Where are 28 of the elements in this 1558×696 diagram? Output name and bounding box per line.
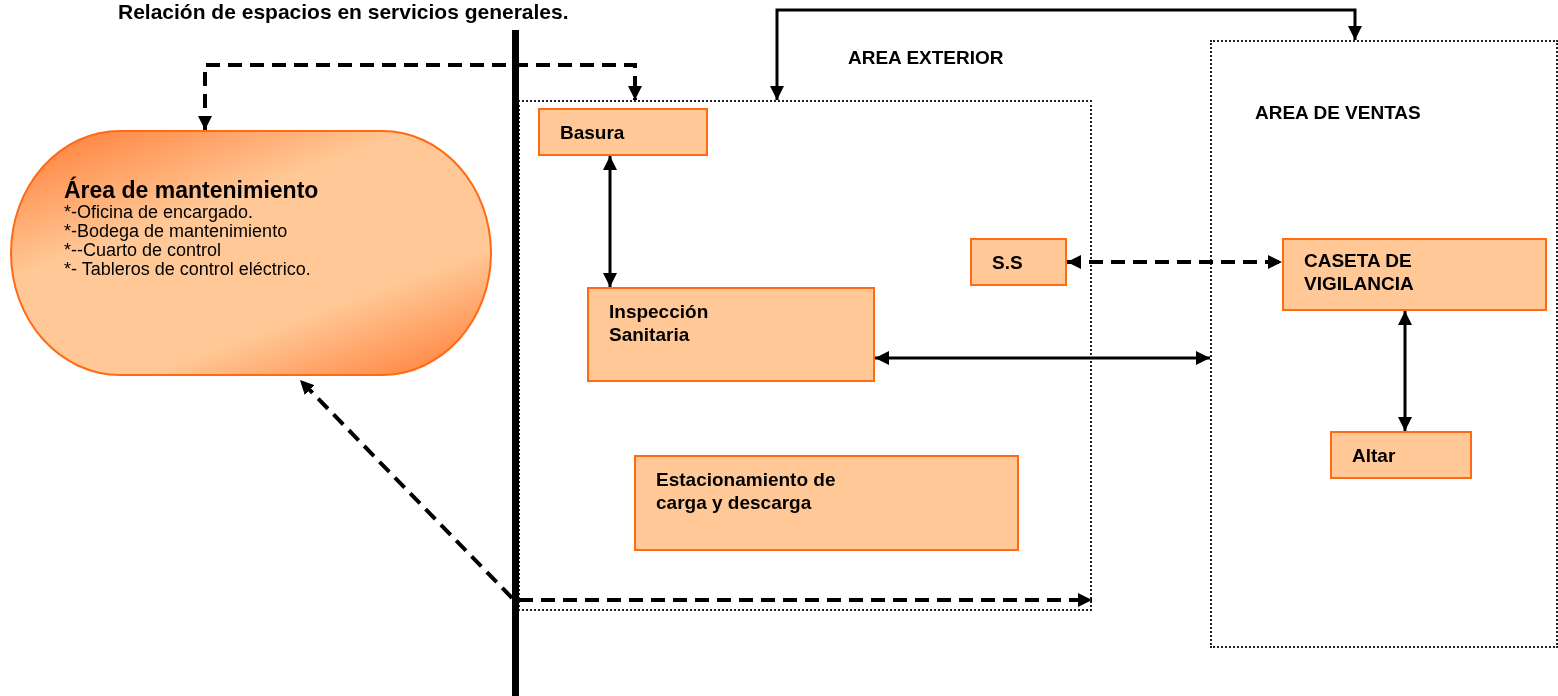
diagram-title: Relación de espacios en servicios generales. (118, 0, 569, 24)
list-item: *-Oficina de encargado. (64, 203, 254, 222)
list-item: *- Tableros de control eléctrico. (64, 260, 311, 279)
room-label: Basura (560, 122, 625, 145)
room-box (1330, 431, 1472, 479)
arrow (1398, 311, 1412, 431)
dashed-arrow (519, 593, 1092, 607)
arrow (875, 351, 1210, 365)
area-heading: AREA EXTERIOR (848, 47, 1004, 69)
room-box (587, 287, 875, 382)
dashed-arrow (298, 378, 514, 600)
room-label: Inspección Sanitaria (609, 301, 710, 347)
arrow (603, 156, 617, 287)
room-label: CASETA DE VIGILANCIA (1304, 250, 1415, 296)
dashed-arrow (198, 63, 642, 130)
room-label: Estacionamiento de carga y descarga (656, 469, 837, 515)
arrow (770, 8, 1362, 100)
room-box (634, 455, 1019, 551)
dashed-arrow (1067, 255, 1282, 269)
list-item: *-Bodega de mantenimiento (64, 222, 288, 241)
room-box (970, 238, 1067, 286)
list-item: *--Cuarto de control (64, 241, 222, 260)
room-box (538, 108, 708, 156)
area-heading: Área de mantenimiento (64, 177, 319, 203)
area-heading: AREA DE VENTAS (1255, 102, 1421, 124)
room-label: Altar (1352, 445, 1396, 468)
room-label: S.S (992, 252, 1023, 275)
room-box (1282, 238, 1547, 311)
